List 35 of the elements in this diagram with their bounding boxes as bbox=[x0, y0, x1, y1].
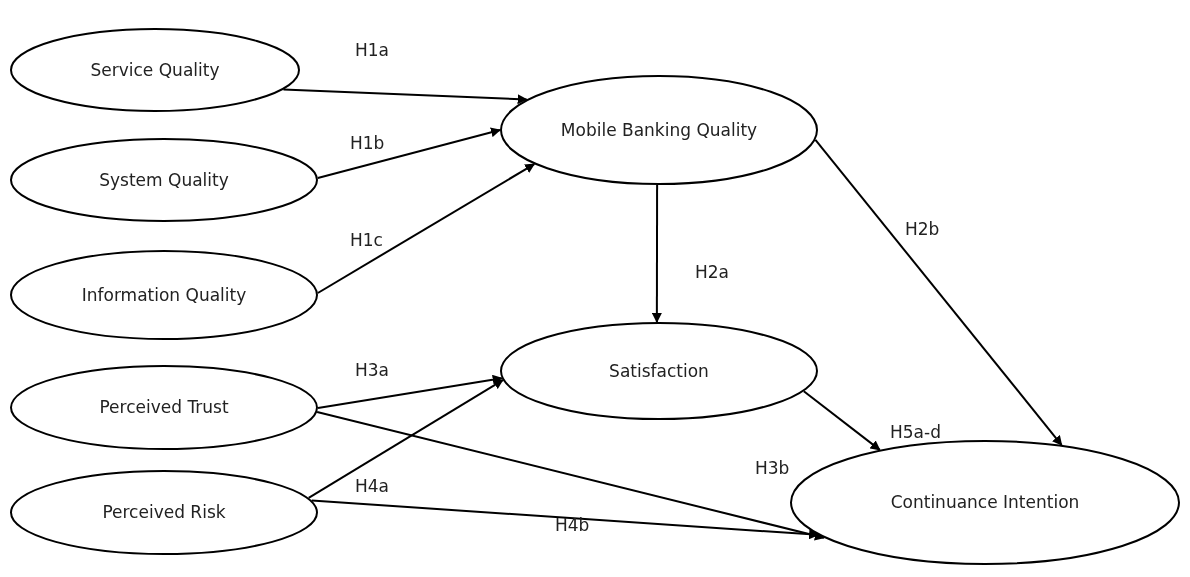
construct-ellipse bbox=[10, 365, 318, 450]
edge-label: H3b bbox=[755, 458, 790, 478]
edge-label: H4b bbox=[555, 515, 590, 535]
node-label: Satisfaction bbox=[608, 359, 710, 383]
edge-label: H1c bbox=[350, 230, 383, 250]
arrow bbox=[307, 379, 504, 499]
construct-ellipse bbox=[10, 28, 300, 112]
node-label: Information Quality bbox=[80, 283, 248, 307]
arrow bbox=[316, 163, 536, 294]
edge-label: H2a bbox=[695, 262, 730, 282]
arrow bbox=[282, 88, 528, 105]
edge-label: H2b bbox=[905, 219, 940, 239]
arrow bbox=[316, 410, 825, 541]
node-label: Perceived Trust bbox=[98, 396, 230, 419]
edge-label: H4a bbox=[355, 476, 390, 496]
construct-ellipse bbox=[500, 322, 818, 420]
edge-label: H5a-d bbox=[890, 422, 941, 442]
node-label: Perceived Risk bbox=[101, 501, 227, 524]
node-label: Mobile Banking Quality bbox=[559, 118, 759, 142]
construct-ellipse bbox=[10, 470, 318, 555]
arrow bbox=[317, 374, 503, 409]
node-label: System Quality bbox=[98, 168, 230, 192]
node-label: Service Quality bbox=[89, 58, 221, 82]
construct-ellipse bbox=[10, 138, 318, 222]
edge-label: H1a bbox=[355, 40, 390, 60]
arrow bbox=[814, 138, 1063, 447]
construct-ellipse bbox=[10, 250, 318, 340]
arrow bbox=[802, 390, 881, 451]
edge-label: H1b bbox=[350, 133, 385, 153]
arrow bbox=[316, 127, 501, 179]
construct-ellipse bbox=[790, 440, 1180, 565]
construct-ellipse bbox=[500, 75, 818, 185]
node-label: Continuance Intention bbox=[889, 491, 1081, 514]
arrow bbox=[651, 184, 662, 323]
edge-label: H3a bbox=[355, 360, 390, 380]
